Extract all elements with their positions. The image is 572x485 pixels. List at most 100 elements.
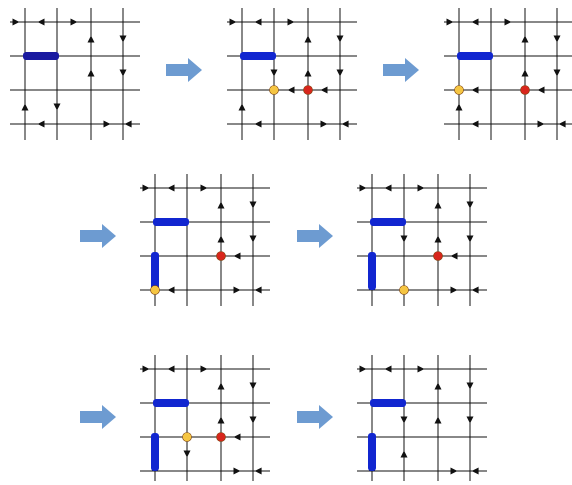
transition-arrow xyxy=(297,224,333,248)
lattice-panel xyxy=(357,174,487,306)
flow-arrowhead xyxy=(446,18,454,26)
red-defect-dot xyxy=(520,85,530,95)
flow-arrowhead xyxy=(471,120,479,128)
flow-arrowhead xyxy=(217,416,225,424)
flow-arrowhead xyxy=(254,467,262,475)
bond-bar-vertical xyxy=(151,252,159,290)
lattice-panel xyxy=(227,8,357,140)
flow-arrowhead xyxy=(471,286,479,294)
bond-bar-horizontal xyxy=(370,399,406,407)
flow-arrowhead xyxy=(249,382,257,390)
flow-arrowhead xyxy=(124,120,132,128)
flow-arrowhead xyxy=(233,286,241,294)
flow-arrowhead xyxy=(53,103,61,111)
flow-arrowhead xyxy=(359,365,367,373)
flow-arrowhead xyxy=(217,382,225,390)
flow-arrowhead xyxy=(359,184,367,192)
transition-arrow xyxy=(80,405,116,429)
flow-arrowhead xyxy=(270,69,278,77)
flow-arrowhead xyxy=(142,184,150,192)
flow-arrowhead xyxy=(466,201,474,209)
flow-arrowhead xyxy=(466,382,474,390)
flow-arrowhead xyxy=(217,201,225,209)
yellow-defect-dot xyxy=(150,285,160,295)
transition-arrow xyxy=(166,58,202,82)
flow-arrowhead xyxy=(217,235,225,243)
flow-arrowhead xyxy=(471,18,479,26)
flow-arrowhead xyxy=(466,235,474,243)
flow-arrowhead xyxy=(471,86,479,94)
flow-arrowhead xyxy=(450,286,458,294)
bond-bar-vertical xyxy=(368,252,376,290)
flow-arrowhead xyxy=(434,416,442,424)
flow-arrowhead xyxy=(417,365,425,373)
flow-arrowhead xyxy=(455,103,463,111)
flow-arrowhead xyxy=(287,18,295,26)
flow-arrowhead xyxy=(37,18,45,26)
transition-arrow xyxy=(383,58,419,82)
flow-arrowhead xyxy=(119,35,127,43)
flow-arrowhead xyxy=(167,286,175,294)
flow-arrowhead xyxy=(400,450,408,458)
flow-arrowhead xyxy=(37,120,45,128)
flow-arrowhead xyxy=(417,184,425,192)
flow-arrowhead xyxy=(249,416,257,424)
flow-arrowhead xyxy=(254,18,262,26)
bond-bar-horizontal xyxy=(370,218,406,226)
red-defect-dot xyxy=(433,251,443,261)
flow-arrowhead xyxy=(450,467,458,475)
flow-arrowhead xyxy=(400,416,408,424)
flow-arrowhead xyxy=(553,35,561,43)
bond-bar-horizontal xyxy=(23,52,59,60)
flow-arrowhead xyxy=(336,69,344,77)
flow-arrowhead xyxy=(167,365,175,373)
lattice-panel xyxy=(10,8,140,140)
flow-arrowhead xyxy=(103,120,111,128)
bond-bar-horizontal xyxy=(457,52,493,60)
flow-arrowhead xyxy=(233,467,241,475)
bond-bar-horizontal xyxy=(153,218,189,226)
flow-arrowhead xyxy=(320,86,328,94)
bond-bar-vertical xyxy=(368,433,376,471)
transition-arrow xyxy=(297,405,333,429)
flow-arrowhead xyxy=(537,86,545,94)
flow-arrowhead xyxy=(320,120,328,128)
yellow-defect-dot xyxy=(269,85,279,95)
red-defect-dot xyxy=(216,251,226,261)
flow-arrowhead xyxy=(229,18,237,26)
flow-arrowhead xyxy=(233,433,241,441)
flow-arrowhead xyxy=(471,467,479,475)
flow-arrowhead xyxy=(183,450,191,458)
flow-arrowhead xyxy=(12,18,20,26)
flow-arrowhead xyxy=(142,365,150,373)
flow-arrowhead xyxy=(466,416,474,424)
flow-arrowhead xyxy=(254,286,262,294)
flow-arrowhead xyxy=(87,35,95,43)
flow-arrowhead xyxy=(249,201,257,209)
bond-bar-vertical xyxy=(151,433,159,471)
flow-arrowhead xyxy=(249,235,257,243)
flow-arrowhead xyxy=(450,252,458,260)
flow-arrowhead xyxy=(558,120,566,128)
lattice-panel xyxy=(140,355,270,485)
flow-arrowhead xyxy=(21,103,29,111)
flow-arrowhead xyxy=(504,18,512,26)
flow-arrowhead xyxy=(87,69,95,77)
flow-arrowhead xyxy=(521,35,529,43)
transition-arrow xyxy=(80,224,116,248)
red-defect-dot xyxy=(303,85,313,95)
yellow-defect-dot xyxy=(454,85,464,95)
lattice-panel xyxy=(444,8,572,140)
flow-arrowhead xyxy=(119,69,127,77)
flow-arrowhead xyxy=(233,252,241,260)
flow-arrowhead xyxy=(341,120,349,128)
flow-arrowhead xyxy=(434,382,442,390)
flow-arrowhead xyxy=(384,184,392,192)
flow-arrowhead xyxy=(238,103,246,111)
flow-arrowhead xyxy=(521,69,529,77)
flow-arrowhead xyxy=(434,235,442,243)
flow-arrowhead xyxy=(434,201,442,209)
flow-arrowhead xyxy=(254,120,262,128)
